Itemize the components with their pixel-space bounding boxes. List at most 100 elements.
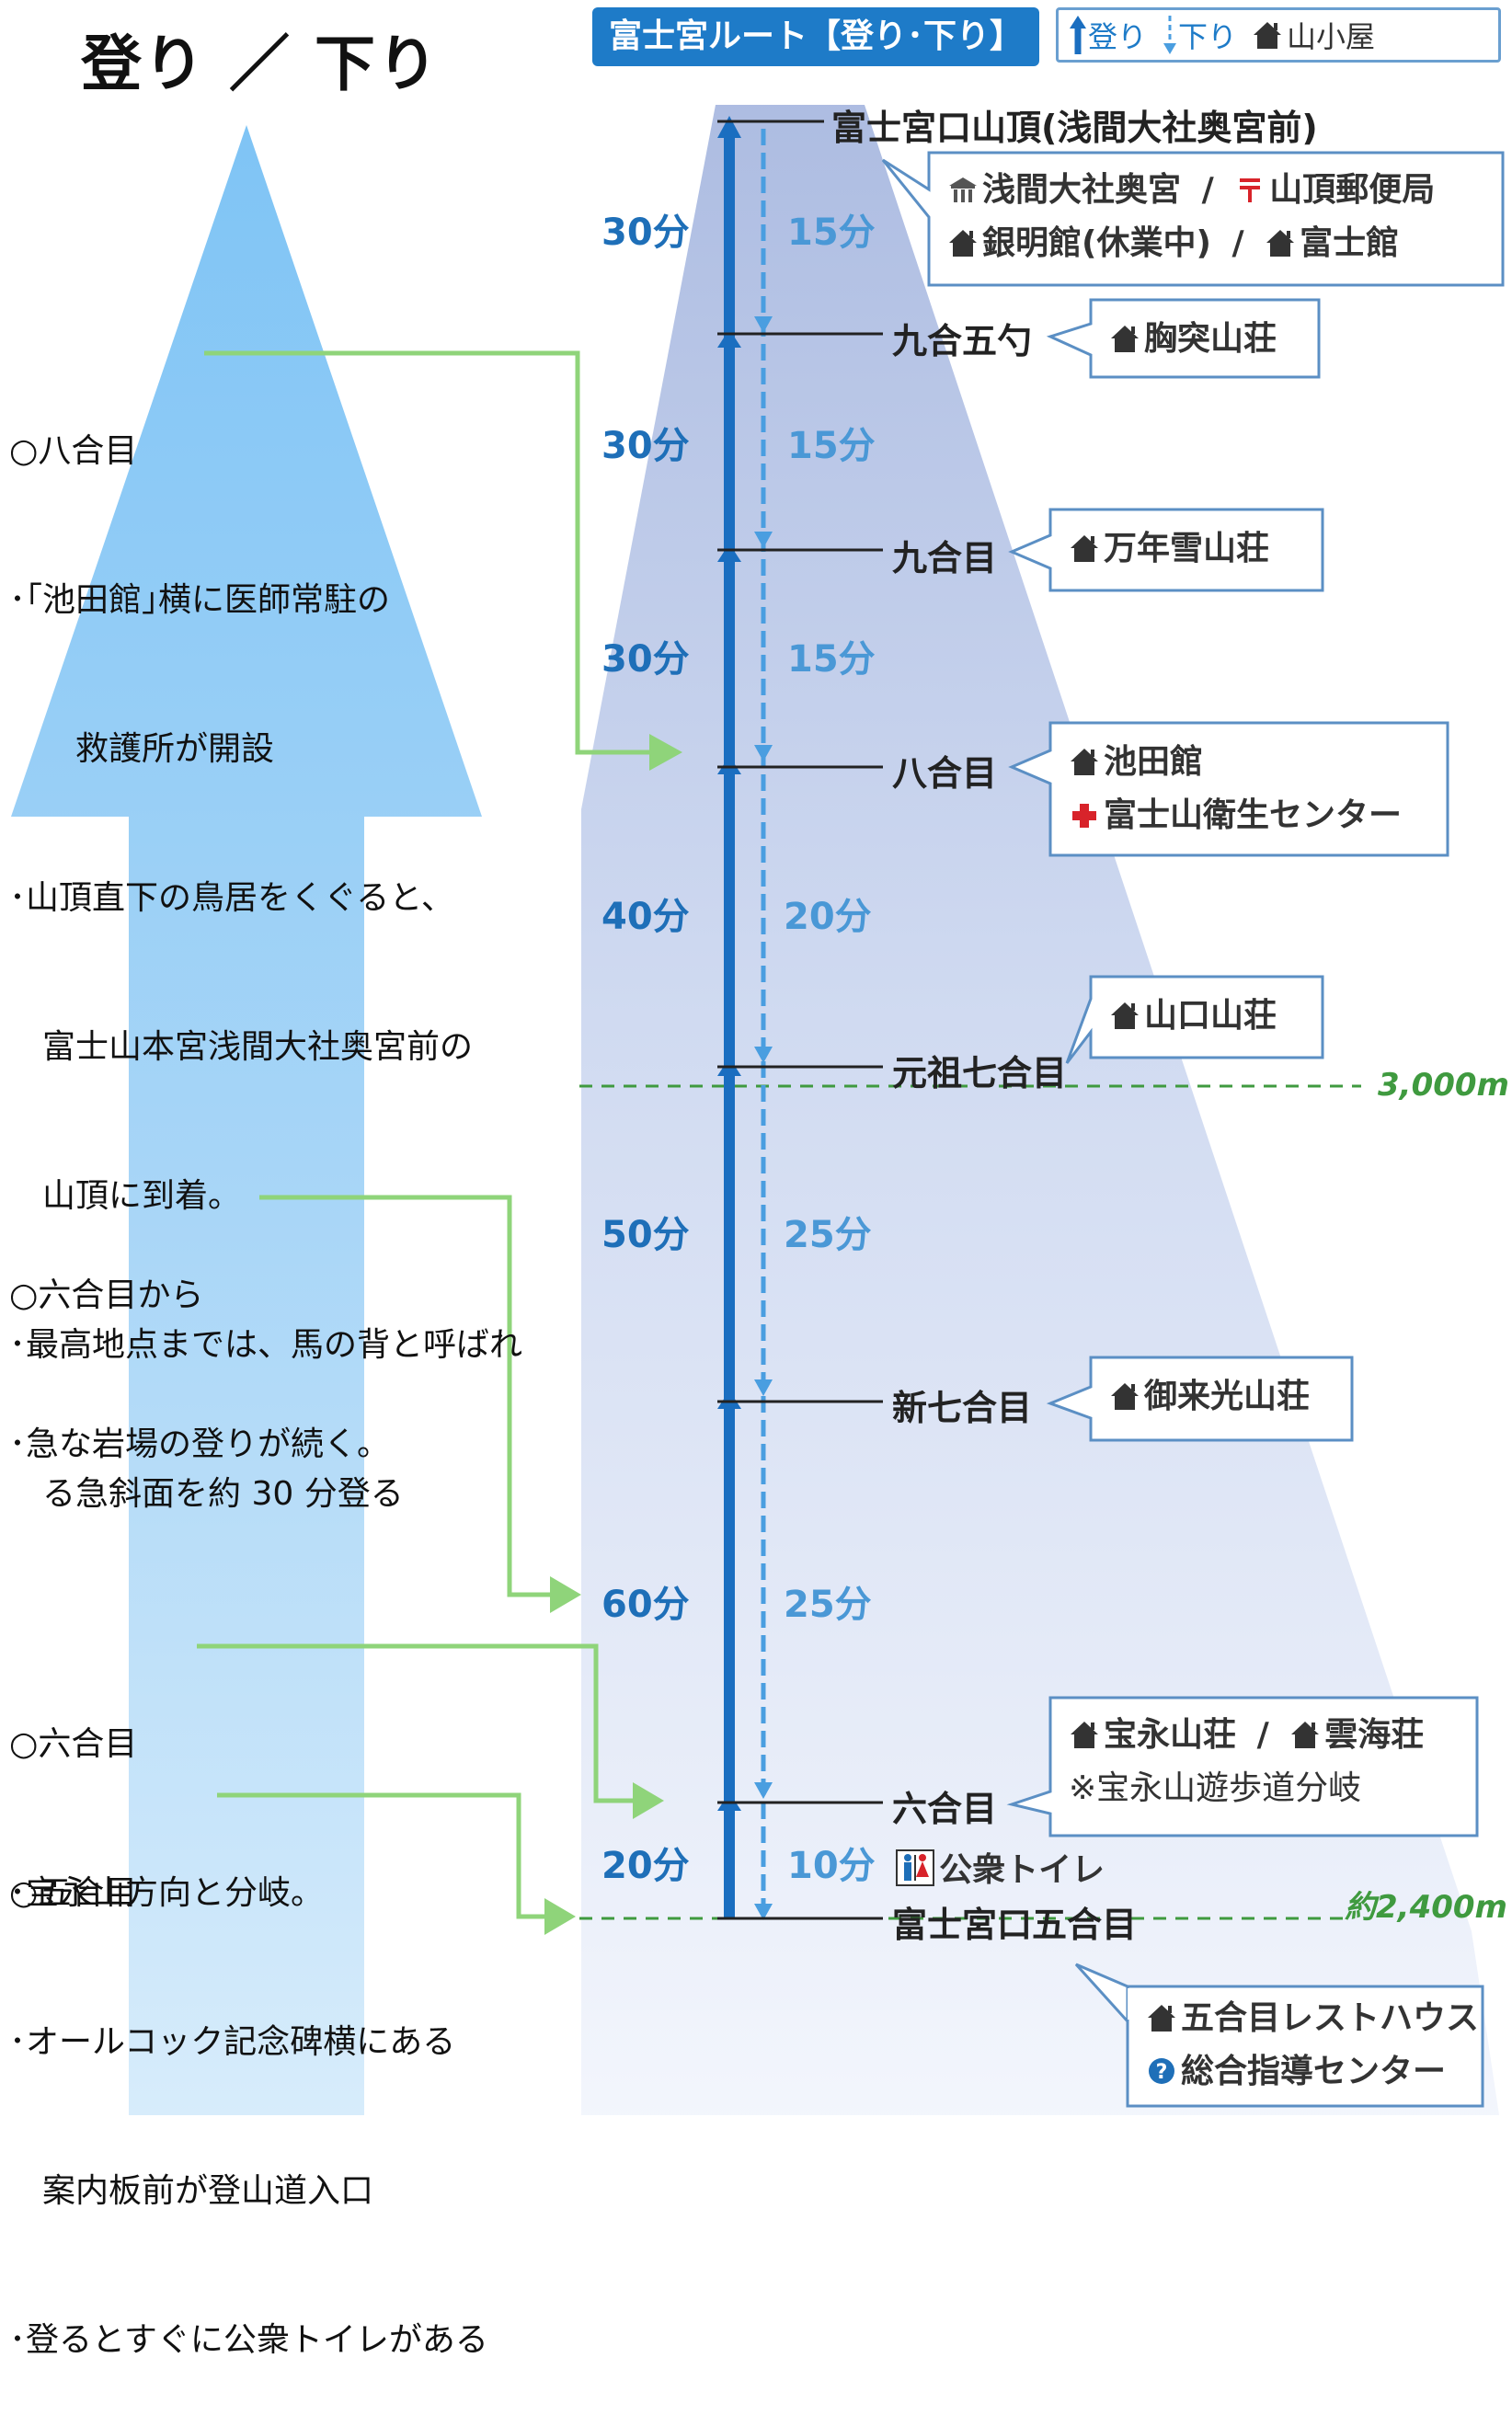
callout-boxes [881, 151, 1505, 2108]
callout-5: 五合目レストハウス ? 総合指導センター [1146, 1992, 1479, 2099]
hut-icon [1148, 2005, 1175, 2032]
segment-up-time: 50分 [601, 1214, 690, 1256]
callout-label: 五合目レストハウス [1181, 1999, 1480, 2037]
callout-label: 宝永山荘 [1104, 1716, 1237, 1754]
big-up-arrow [11, 125, 482, 2115]
station-new-7: 新七合目 [892, 1388, 1033, 1428]
down-arrow-icon [1163, 16, 1177, 54]
station-9-5: 九合五勺 [892, 321, 1033, 361]
callout-label: 銀明館(休業中) [982, 224, 1211, 262]
legend-up-label: 登り [1088, 19, 1148, 54]
svg-text:?: ? [1156, 2061, 1168, 2084]
callout-line: 宝永山荘 / 雲海荘 [1069, 1709, 1424, 1762]
callout-9-5: 胸突山荘 [1109, 313, 1277, 366]
note-item: ･最高地点までは、馬の背と呼ばれ [9, 1326, 523, 1364]
note-item: ･急な岩場の登りが続く。 [9, 1425, 391, 1463]
callout-summit: 浅間大社奥宮 / 山頂郵便局 銀明館(休業中) / 富士館 [947, 164, 1435, 270]
callout-label: 万年雪山荘 [1104, 530, 1270, 567]
segment-up-time: 40分 [601, 896, 690, 938]
down-route-line [754, 129, 773, 1920]
callout-label: 胸突山荘 [1144, 320, 1277, 358]
legend-hut-label: 山小屋 [1287, 19, 1376, 54]
segment-down-time: 20分 [784, 896, 872, 938]
note-heading: ○五合目 [9, 1874, 138, 1912]
note-item: 救護所が開設 [9, 730, 275, 768]
segment-up-time: 60分 [601, 1584, 690, 1626]
segment-down-time: 25分 [784, 1584, 872, 1626]
callout-label: 山口山荘 [1144, 997, 1277, 1035]
up-arrow-icon [1070, 16, 1086, 54]
altitude-3000-label: 3,000m [1378, 1067, 1509, 1104]
callout-label: 山頂郵便局 [1269, 171, 1436, 209]
callout-original-7: 山口山荘 [1109, 990, 1277, 1043]
note-item: 富士山本宮浅間大社奥宮前の [9, 1028, 474, 1066]
hut-icon [949, 230, 977, 257]
station-5: 富士宮口五合目 [892, 1905, 1138, 1945]
callout-line: 池田館 [1069, 736, 1402, 789]
callout-label: 浅間大社奥宮 [982, 171, 1182, 209]
callout-label: 富士館 [1300, 224, 1400, 262]
callout-6: 宝永山荘 / 雲海荘 ※宝永山遊歩道分岐 [1069, 1709, 1424, 1815]
callout-line: 富士山衛生センター [1069, 789, 1402, 842]
callout-label: 総合指導センター [1181, 2053, 1447, 2090]
info-icon: ? [1149, 2058, 1174, 2084]
callout-new-7: 御来光山荘 [1109, 1370, 1310, 1424]
legend-down: 下り [1162, 14, 1237, 56]
green-pointers [197, 350, 653, 1919]
segment-up-time: 30分 [601, 212, 690, 254]
segment-up-time: 20分 [601, 1845, 690, 1887]
note-6th-station: ○六合目 ･宝永山方向と分岐。 [9, 1620, 324, 1968]
callout-line: ? 総合指導センター [1146, 2045, 1479, 2099]
red-cross-icon [1072, 804, 1096, 828]
callout-line: 五合目レストハウス [1146, 1992, 1479, 2045]
station-ticks [717, 120, 883, 1920]
callout-separator: / [1231, 224, 1244, 262]
callout-label: 御来光山荘 [1144, 1378, 1311, 1415]
hut-icon [1291, 1722, 1320, 1748]
callout-label: 雲海荘 [1324, 1716, 1425, 1754]
hut-icon [1071, 749, 1098, 775]
callout-line: 銀明館(休業中) / 富士館 [947, 217, 1435, 270]
hut-icon [1111, 326, 1139, 352]
note-item: ･｢池田館｣横に医師常駐の [9, 581, 391, 619]
up-route-line [717, 116, 741, 1918]
station-8: 八合目 [892, 753, 998, 794]
note-8th-station: ○八合目 ･｢池田館｣横に医師常駐の 救護所が開設 ･山頂直下の鳥居をくぐると、… [9, 327, 522, 1569]
station-6: 六合目 [892, 1789, 998, 1829]
note-heading: ○八合目 [9, 432, 138, 470]
altitude-2400-label: 約2,400m [1345, 1889, 1507, 1926]
segment-up-time: 30分 [601, 425, 690, 467]
diagram-canvas [11, 105, 1505, 2115]
segment-down-time: 15分 [787, 212, 876, 254]
hut-icon [1071, 1722, 1098, 1748]
note-item: ･宝永山方向と分岐。 [9, 1874, 325, 1912]
route-badge: 富士宮ルート【登り･下り】 [592, 7, 1039, 66]
callout-label: 富士山衛生センター [1104, 796, 1403, 834]
note-item: 山頂に到着。 [9, 1177, 242, 1215]
callout-9: 万年雪山荘 [1069, 522, 1269, 576]
note-heading: ○六合目から [9, 1276, 204, 1314]
note-5th-station: ○五合目 ･オールコック記念碑横にある 案内板前が登山道入口 ･登るとすぐに公衆… [9, 1769, 488, 2415]
hut-icon [1266, 230, 1295, 257]
hut-icon [1071, 535, 1098, 562]
green-arrowheads [544, 734, 682, 1935]
note-item: 案内板前が登山道入口 [9, 2172, 374, 2210]
mountain-shape [581, 105, 1499, 2115]
callout-separator: / [1256, 1716, 1269, 1754]
callout-label: 池田館 [1104, 743, 1204, 781]
page-title: 登り ／ 下り [81, 29, 440, 99]
callout-line: ※宝永山遊歩道分岐 [1069, 1769, 1362, 1807]
note-item: る急斜面を約 30 分登る [9, 1475, 404, 1513]
station-summit: 富士宮口山頂(浅間大社奥宮前) [831, 108, 1318, 148]
toilet-text: 公衆トイレ [939, 1851, 1105, 1889]
note-heading: ○六合目 [9, 1725, 138, 1763]
callout-line: 浅間大社奥宮 / 山頂郵便局 [947, 164, 1435, 217]
segment-down-time: 25分 [784, 1214, 872, 1256]
hut-icon [1111, 1002, 1139, 1029]
hut-icon [1254, 22, 1282, 49]
legend-up: 登り [1068, 14, 1147, 56]
legend: 登り 下り 山小屋 [1056, 7, 1501, 63]
segment-down-time: 15分 [787, 638, 876, 681]
toilet-icon [896, 1849, 934, 1886]
post-office-icon [1240, 178, 1261, 202]
